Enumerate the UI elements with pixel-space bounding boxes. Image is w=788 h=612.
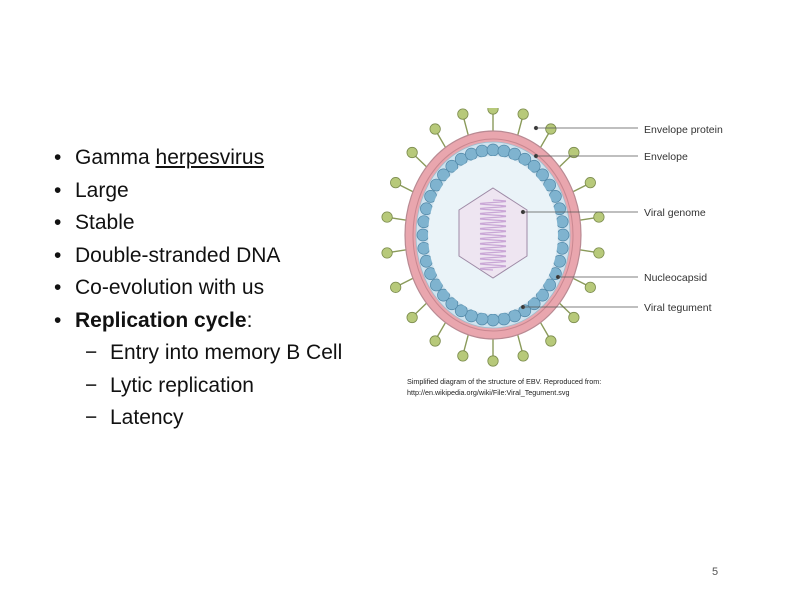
spike-stalk bbox=[516, 117, 523, 138]
sub-item-entry-memory-b-cell: Entry into memory B Cell bbox=[50, 337, 342, 370]
spike-stalk bbox=[413, 154, 429, 169]
envelope-protein-knob bbox=[568, 146, 580, 159]
envelope-protein-knob bbox=[568, 311, 580, 324]
spike-stalk bbox=[389, 248, 408, 254]
label-envelope-protein: Envelope protein bbox=[644, 124, 723, 136]
spike-stalk bbox=[463, 117, 470, 138]
capsomere bbox=[486, 143, 500, 157]
capsomere bbox=[417, 215, 431, 229]
bullet-item-double-stranded-dna: Double-stranded DNA bbox=[50, 240, 342, 273]
envelope-protein-knob bbox=[593, 211, 605, 223]
bullet-list: Gamma herpesvirus Large Stable Double-st… bbox=[50, 142, 342, 435]
spike-stalk bbox=[570, 276, 588, 287]
envelope-protein-knob bbox=[487, 108, 499, 115]
spike-stalk bbox=[578, 248, 597, 254]
spike-stalk bbox=[436, 132, 448, 150]
ebv-structure-diagram: Envelope protein Envelope Viral genome N… bbox=[381, 108, 723, 367]
viral-genome-dna bbox=[479, 199, 507, 271]
label-nucleocapsid: Nucleocapsid bbox=[644, 272, 707, 284]
label-envelope: Envelope bbox=[644, 151, 688, 163]
envelope-protein-knob bbox=[390, 177, 402, 189]
envelope-protein-knob bbox=[487, 355, 499, 367]
caption-source-link[interactable]: http://en.wikipedia.org/wiki/File:Viral_… bbox=[407, 388, 570, 397]
capsomere bbox=[437, 168, 450, 182]
capsomere bbox=[556, 228, 570, 242]
capsomere bbox=[486, 313, 500, 327]
bullet-item-replication-cycle: Replication cycle: bbox=[50, 305, 342, 338]
figure-caption: Simplified diagram of the structure of E… bbox=[407, 376, 667, 398]
spike-stalk bbox=[436, 320, 448, 338]
envelope-protein-knob bbox=[390, 281, 402, 293]
spike-stalk bbox=[516, 332, 523, 353]
envelope-protein-knob bbox=[381, 211, 393, 223]
capsomere bbox=[465, 309, 478, 323]
envelope-inner-line bbox=[412, 138, 574, 332]
capsomere bbox=[437, 288, 450, 302]
envelope-protein-knob bbox=[545, 335, 557, 347]
envelope-protein-knob bbox=[593, 247, 605, 259]
bullet-item-large: Large bbox=[50, 175, 342, 208]
caption-line-1: Simplified diagram of the structure of E… bbox=[407, 377, 602, 386]
capsomere bbox=[454, 152, 468, 166]
spike-stalk bbox=[538, 320, 550, 338]
label-leader-lines bbox=[520, 125, 638, 310]
bullet-item-co-evolution: Co-evolution with us bbox=[50, 272, 342, 305]
capsomere bbox=[465, 147, 478, 161]
spike-stalk bbox=[578, 216, 597, 222]
envelope-protein-knob bbox=[584, 177, 596, 189]
capsomere bbox=[430, 178, 443, 192]
spike-stalk bbox=[463, 332, 470, 353]
capsomere bbox=[445, 159, 459, 173]
capsomere bbox=[555, 215, 569, 229]
spike-stalk bbox=[413, 301, 429, 316]
capsomere bbox=[518, 152, 532, 166]
capsomere bbox=[497, 312, 511, 326]
envelope-protein-knob bbox=[545, 123, 557, 135]
capsomere bbox=[497, 144, 511, 158]
envelope-protein-knob bbox=[457, 350, 469, 362]
envelope-protein-spikes bbox=[381, 108, 605, 367]
capsomere bbox=[508, 309, 521, 323]
capsomere bbox=[508, 147, 521, 161]
capsomere bbox=[543, 178, 556, 192]
nucleocapsid-beads bbox=[416, 143, 570, 327]
spike-stalk bbox=[557, 154, 573, 169]
capsomere bbox=[416, 228, 430, 242]
capsomere bbox=[543, 278, 556, 292]
spike-stalk bbox=[570, 183, 588, 194]
page-number: 5 bbox=[712, 566, 719, 578]
sub-item-lytic-replication: Lytic replication bbox=[50, 370, 342, 403]
spike-stalk bbox=[538, 132, 550, 150]
capsomere bbox=[536, 288, 549, 302]
spike-stalk bbox=[389, 216, 408, 222]
envelope-protein-knob bbox=[429, 335, 441, 347]
capsomere bbox=[475, 144, 489, 158]
envelope-protein-knob bbox=[406, 146, 418, 159]
label-viral-tegument: Viral tegument bbox=[644, 302, 712, 314]
envelope-protein-knob bbox=[517, 350, 529, 362]
sub-item-latency: Latency bbox=[50, 402, 342, 435]
capsomere bbox=[475, 312, 489, 326]
hyperlink-herpesvirus[interactable]: herpesvirus bbox=[155, 146, 265, 169]
label-viral-genome: Viral genome bbox=[644, 207, 706, 219]
bullet-item-gamma-herpesvirus: Gamma herpesvirus bbox=[50, 142, 342, 175]
spike-stalk bbox=[398, 183, 416, 194]
spike-stalk bbox=[557, 301, 573, 316]
envelope-protein-knob bbox=[429, 123, 441, 135]
capsomere bbox=[417, 241, 431, 255]
envelope-protein-knob bbox=[517, 108, 529, 120]
capsomere bbox=[536, 168, 549, 182]
spike-stalk bbox=[398, 276, 416, 287]
capsomere bbox=[430, 278, 443, 292]
envelope-protein-knob bbox=[457, 108, 469, 120]
bullet-item-stable: Stable bbox=[50, 207, 342, 240]
envelope-protein-knob bbox=[406, 311, 418, 324]
envelope-protein-knob bbox=[584, 281, 596, 293]
capsomere bbox=[527, 159, 541, 173]
capsomere bbox=[445, 297, 459, 311]
envelope-protein-knob bbox=[381, 247, 393, 259]
capsomere bbox=[555, 241, 569, 255]
capsomere bbox=[454, 304, 468, 318]
